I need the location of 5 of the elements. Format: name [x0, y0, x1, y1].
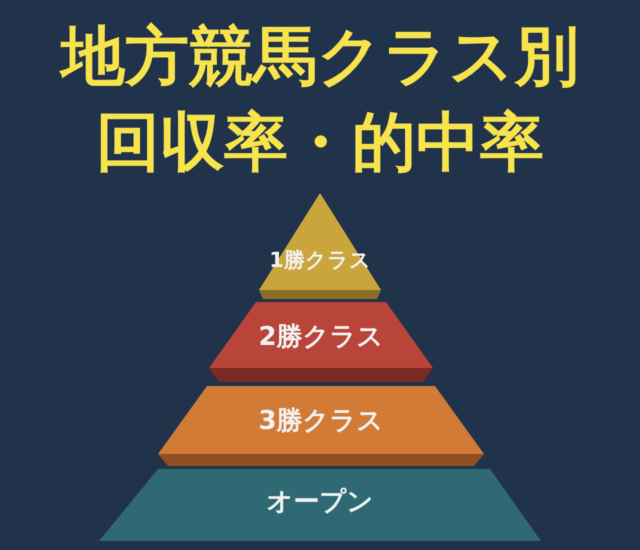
title: 地方競馬クラス別回収率・的中率 — [58, 19, 580, 182]
tier-label: 2勝クラス — [257, 322, 385, 352]
pyramid-tier — [98, 469, 542, 544]
tier-label: 3勝クラス — [257, 406, 385, 436]
tier-label: オープン — [266, 487, 374, 517]
